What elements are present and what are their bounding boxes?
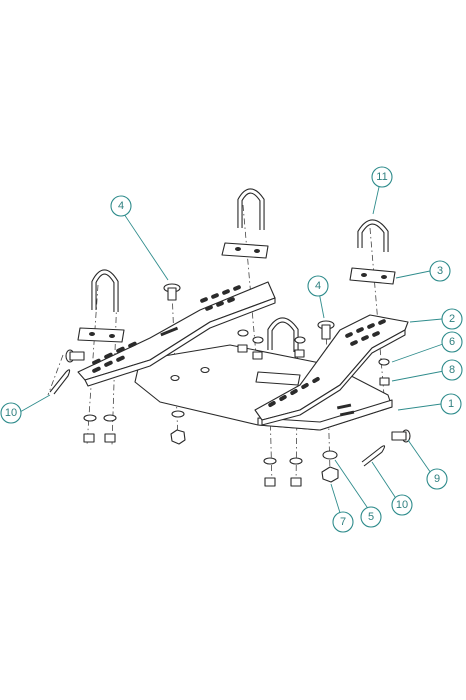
washers-and-nuts	[83, 329, 390, 487]
svg-text:5: 5	[368, 511, 374, 523]
callout-part-11: 11	[371, 166, 393, 188]
carriage-bolts	[163, 283, 335, 340]
hair-pin-clips	[49, 369, 386, 467]
carriage-bolt-right	[317, 320, 335, 340]
svg-text:4: 4	[315, 280, 321, 292]
clevis-pin-right	[391, 429, 411, 443]
svg-text:8: 8	[449, 364, 455, 376]
clevis-pins	[65, 349, 411, 443]
clamp-plate-right	[349, 267, 396, 285]
u-bolts	[91, 188, 389, 352]
clamp-plates	[77, 242, 396, 386]
hair-pin-left	[49, 369, 71, 395]
svg-text:1: 1	[448, 398, 454, 410]
callout-part-2: 2	[441, 308, 463, 330]
clamp-plate-left	[77, 327, 125, 343]
callout-part-10-right: 10	[391, 494, 413, 516]
clamp-plate-center	[255, 371, 301, 386]
clevis-pin-left	[65, 349, 85, 363]
svg-text:10: 10	[5, 407, 17, 419]
u-bolt-right	[357, 219, 389, 252]
svg-text:6: 6	[449, 336, 455, 348]
left-bracket	[77, 281, 276, 387]
u-bolt-center	[267, 317, 299, 352]
svg-text:4: 4	[118, 200, 124, 212]
carriage-bolt-left	[163, 283, 181, 301]
clamp-plate-top	[221, 242, 269, 259]
callout-part-9: 9	[426, 468, 448, 490]
callout-part-3: 3	[429, 260, 451, 282]
callout-part-5: 5	[360, 506, 382, 528]
left-bracket-slots	[92, 285, 241, 373]
callout-part-4-left: 4	[110, 195, 132, 217]
right-bracket	[254, 314, 409, 426]
svg-text:10: 10	[396, 499, 408, 511]
callout-part-10-left: 10	[0, 402, 22, 424]
svg-text:9: 9	[434, 473, 440, 485]
svg-text:3: 3	[437, 265, 443, 277]
callouts: 1 2 3 4 4 5 6 7	[0, 166, 463, 533]
u-bolt-left	[91, 269, 119, 312]
callout-part-8: 8	[441, 359, 463, 381]
leader-lines	[19, 177, 450, 517]
svg-text:2: 2	[449, 313, 455, 325]
u-bolt-top	[237, 188, 265, 230]
callout-part-7: 7	[332, 511, 354, 533]
callout-part-4-right: 4	[307, 275, 329, 297]
right-bracket-slots	[268, 319, 386, 407]
svg-text:7: 7	[340, 516, 346, 528]
callout-part-1: 1	[440, 393, 462, 415]
callout-part-6: 6	[441, 331, 463, 353]
svg-text:11: 11	[376, 171, 387, 183]
hair-pin-right	[361, 445, 386, 467]
